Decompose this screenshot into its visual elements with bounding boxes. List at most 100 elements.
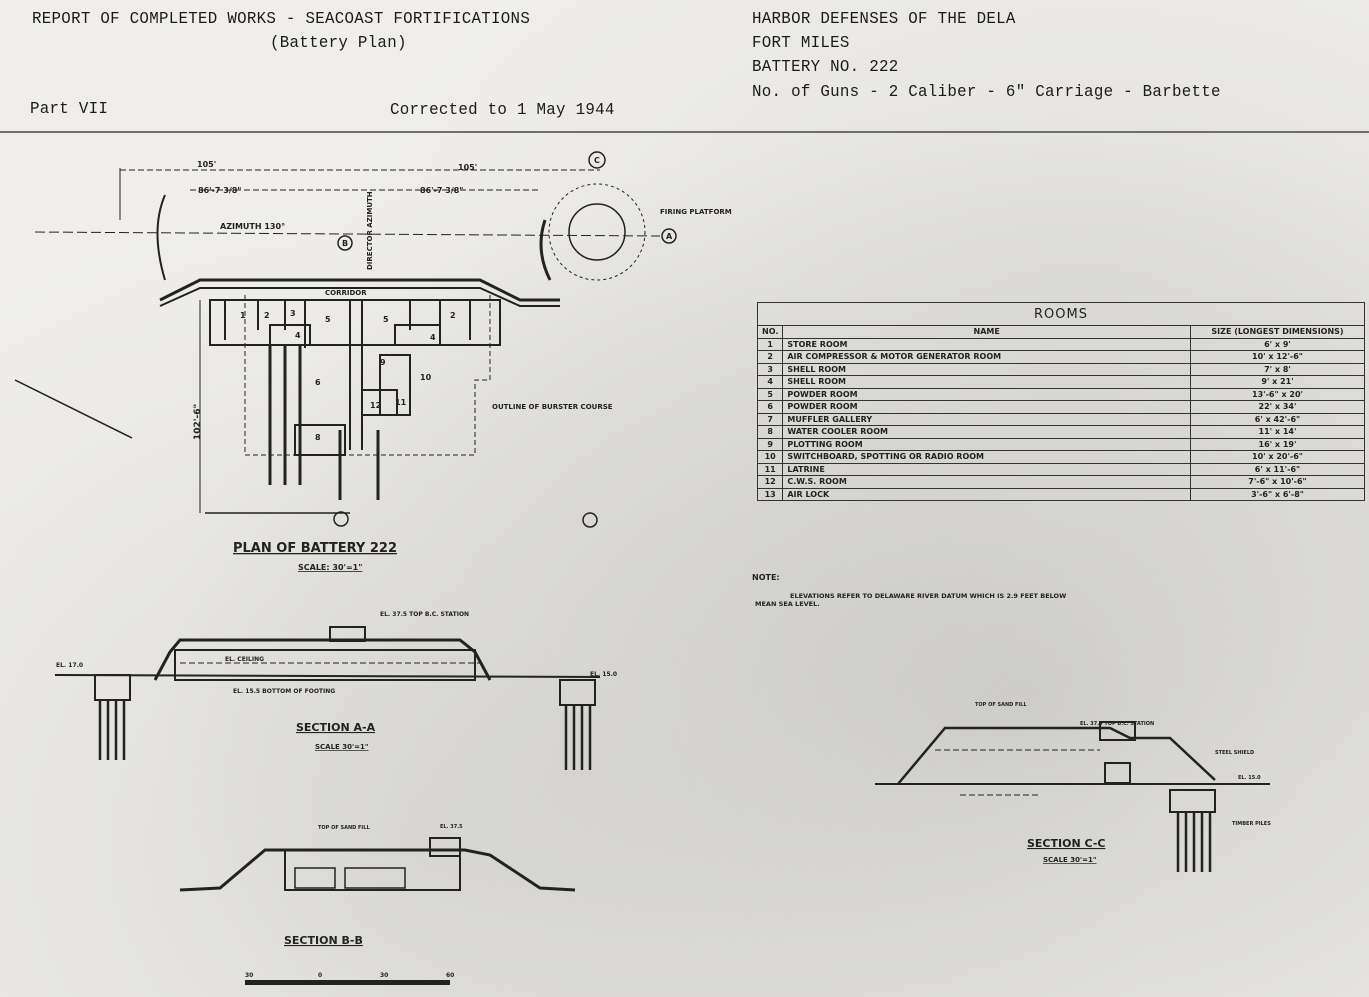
room-number: 1 xyxy=(240,311,246,320)
room-name: SWITCHBOARD, SPOTTING OR RADIO ROOM xyxy=(782,450,1191,464)
plan-scale: SCALE: 30'=1" xyxy=(298,563,362,572)
room-number: 5 xyxy=(383,315,389,324)
cc-top-fill: TOP OF SAND FILL xyxy=(975,702,1027,708)
fort-name: FORT MILES xyxy=(752,34,850,53)
section-aa-scale: SCALE 30'=1" xyxy=(315,743,369,751)
section-a-a: EL. 37.5 TOP B.C. STATION EL. 17.0 EL. 1… xyxy=(54,611,617,770)
aa-bc-station-label: EL. 37.5 TOP B.C. STATION xyxy=(380,611,469,618)
room-number: 2 xyxy=(450,311,456,320)
room-name: AIR LOCK xyxy=(782,487,1191,501)
elevation-note: NOTE: ELEVATIONS REFER TO DELAWARE RIVER… xyxy=(752,573,1066,608)
section-aa-title: SECTION A-A xyxy=(296,721,376,734)
rooms-table: ROOMS NO. NAME SIZE (LONGEST DIMENSIONS)… xyxy=(756,302,1365,501)
scale-bar xyxy=(245,980,450,985)
room-name: SHELL ROOM xyxy=(782,375,1191,389)
room-size: 22' x 34' xyxy=(1190,400,1365,414)
room-number: 4 xyxy=(430,333,436,342)
note-line-1: ELEVATIONS REFER TO DELAWARE RIVER DATUM… xyxy=(790,592,1066,600)
corridor-label: CORRIDOR xyxy=(325,289,367,297)
room-no: 3 xyxy=(756,362,784,376)
room-no: 4 xyxy=(756,375,784,389)
cc-el-right: EL. 15.0 xyxy=(1238,775,1261,781)
bb-el-top: EL. 37.5 xyxy=(440,824,463,830)
report-title: REPORT OF COMPLETED WORKS - SEACOAST FOR… xyxy=(32,10,531,29)
scale-tick: 30 xyxy=(245,972,253,979)
header-divider xyxy=(0,131,1369,133)
aa-el-left: EL. 17.0 xyxy=(56,662,83,669)
room-name: POWDER ROOM xyxy=(782,387,1191,401)
room-number: 9 xyxy=(380,358,386,367)
report-subtitle: (Battery Plan) xyxy=(270,34,407,53)
corrected-date: Corrected to 1 May 1944 xyxy=(390,101,615,120)
room-no: 11 xyxy=(756,462,784,476)
room-size: 16' x 19' xyxy=(1190,437,1365,451)
section-b-b: TOP OF SAND FILL EL. 37.5 SECTION B-B 30… xyxy=(179,824,576,985)
room-size: 6' x 42'-6" xyxy=(1190,412,1365,426)
aa-footing-label: EL. 15.5 BOTTOM OF FOOTING xyxy=(233,688,335,695)
room-name: MUFFLER GALLERY xyxy=(782,412,1191,426)
section-marker-b: B xyxy=(342,239,348,248)
room-no: 1 xyxy=(756,337,784,351)
room-size: 6' x 9' xyxy=(1190,337,1365,351)
room-size: 10' x 20'-6" xyxy=(1190,450,1365,464)
room-number: 2 xyxy=(264,311,270,320)
room-number: 12 xyxy=(370,401,381,410)
burster-course-label: OUTLINE OF BURSTER COURSE xyxy=(492,403,613,411)
section-cc-scale: SCALE 30'=1" xyxy=(1043,856,1097,864)
section-cc-title: SECTION C-C xyxy=(1027,837,1105,850)
aa-el-right: EL. 15.0 xyxy=(590,671,617,678)
cc-timber-piles: TIMBER PILES xyxy=(1232,821,1271,827)
room-size: 13'-6" x 20' xyxy=(1190,387,1365,401)
room-name: STORE ROOM xyxy=(782,337,1191,351)
room-no: 10 xyxy=(756,450,784,464)
room-size: 6' x 11'-6" xyxy=(1190,462,1365,476)
battery-number: BATTERY NO. 222 xyxy=(752,58,899,77)
room-name: LATRINE xyxy=(782,462,1191,476)
section-marker-c: C xyxy=(594,156,600,165)
harbor-defenses: HARBOR DEFENSES OF THE DELA xyxy=(752,10,1016,29)
room-name: SHELL ROOM xyxy=(782,362,1191,376)
room-name: WATER COOLER ROOM xyxy=(782,425,1191,439)
room-number: 4 xyxy=(295,331,301,340)
room-no: 12 xyxy=(756,475,784,489)
room-size: 9' x 21' xyxy=(1190,375,1365,389)
director-azimuth-label: DIRECTOR AZIMUTH xyxy=(366,191,374,270)
note-line-2: MEAN SEA LEVEL. xyxy=(755,600,820,608)
room-name: C.W.S. ROOM xyxy=(782,475,1191,489)
room-name: AIR COMPRESSOR & MOTOR GENERATOR ROOM xyxy=(782,350,1191,364)
room-name: POWDER ROOM xyxy=(782,400,1191,414)
room-size: 11' x 14' xyxy=(1190,425,1365,439)
room-name: PLOTTING ROOM xyxy=(782,437,1191,451)
aa-ceiling-label: EL. CEILING xyxy=(225,656,264,663)
room-size: 7'-6" x 10'-6" xyxy=(1190,475,1365,489)
section-c-c: TOP OF SAND FILL EL. 37.5 TOP B.C. STATI… xyxy=(875,702,1271,872)
room-number: 11 xyxy=(395,398,407,407)
section-marker-a: A xyxy=(666,232,673,241)
room-no: 8 xyxy=(756,425,784,439)
guns-info: No. of Guns - 2 Caliber - 6" Carriage - … xyxy=(752,83,1221,102)
plan-of-battery: 105' 105' 86'-7 3/8" 86'-7 3/8" AZIMUTH … xyxy=(14,151,732,572)
col-header-size: SIZE (LONGEST DIMENSIONS) xyxy=(1190,325,1365,339)
scale-tick: 0 xyxy=(318,972,322,979)
dim-86-left: 86'-7 3/8" xyxy=(198,186,241,195)
room-no: 2 xyxy=(756,350,784,364)
dim-102-label: 102'-6" xyxy=(193,404,203,440)
room-number: 5 xyxy=(325,315,331,324)
note-label: NOTE: xyxy=(752,573,780,582)
section-bb-title: SECTION B-B xyxy=(284,934,363,947)
room-no: 9 xyxy=(756,437,784,451)
plan-title: PLAN OF BATTERY 222 xyxy=(233,541,397,556)
